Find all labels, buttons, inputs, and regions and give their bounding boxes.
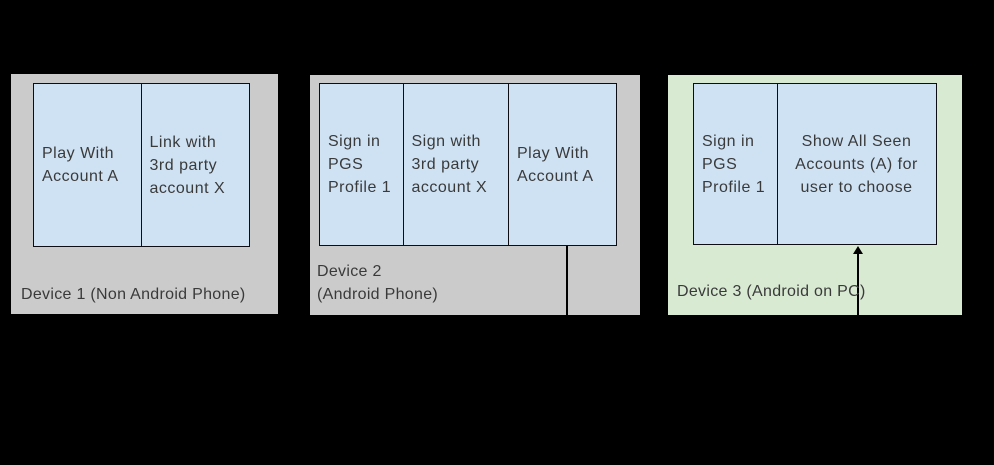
- step-play-with-account-a: Play With Account A: [33, 83, 142, 247]
- step-label: Sign with 3rd party account X: [411, 133, 488, 196]
- step-show-all-seen-accounts: Show All Seen Accounts (A) for user to c…: [776, 83, 937, 245]
- step-sign-with-3rd-party-account-x: Sign with 3rd party account X: [402, 83, 510, 246]
- step-label: Sign in PGS Profile 1: [702, 132, 766, 196]
- device-1-panel: Play With Account A Link with 3rd party …: [11, 74, 278, 314]
- connector-line-from-device-2: [566, 246, 568, 315]
- step-label: Play With Account A: [517, 144, 594, 185]
- device-2-panel: Sign in PGS Profile 1 Sign with 3rd part…: [310, 75, 640, 315]
- step-label: Sign in PGS Profile 1: [328, 133, 392, 196]
- arrow-up-icon: [853, 246, 863, 254]
- step-play-with-account-a: Play With Account A: [508, 83, 617, 246]
- connector-line-to-device-3: [857, 253, 859, 315]
- device-1-steps-row: Play With Account A Link with 3rd party …: [33, 83, 250, 247]
- device-3-panel: Sign in PGS Profile 1 Show All Seen Acco…: [668, 75, 962, 315]
- step-sign-in-pgs-profile-1: Sign in PGS Profile 1: [319, 83, 404, 246]
- step-label: Link with 3rd party account X: [149, 133, 226, 197]
- device-3-steps-row: Sign in PGS Profile 1 Show All Seen Acco…: [693, 83, 937, 245]
- device-3-label: Device 3 (Android on PC): [677, 283, 866, 300]
- device-2-steps-row: Sign in PGS Profile 1 Sign with 3rd part…: [319, 83, 617, 246]
- step-label: Show All Seen Accounts (A) for user to c…: [795, 132, 918, 196]
- step-sign-in-pgs-profile-1: Sign in PGS Profile 1: [693, 83, 778, 245]
- device-2-label: Device 2 (Android Phone): [317, 263, 439, 303]
- step-link-3rd-party-account-x: Link with 3rd party account X: [140, 83, 250, 247]
- device-1-label: Device 1 (Non Android Phone): [21, 286, 246, 303]
- step-label: Play With Account A: [42, 145, 119, 185]
